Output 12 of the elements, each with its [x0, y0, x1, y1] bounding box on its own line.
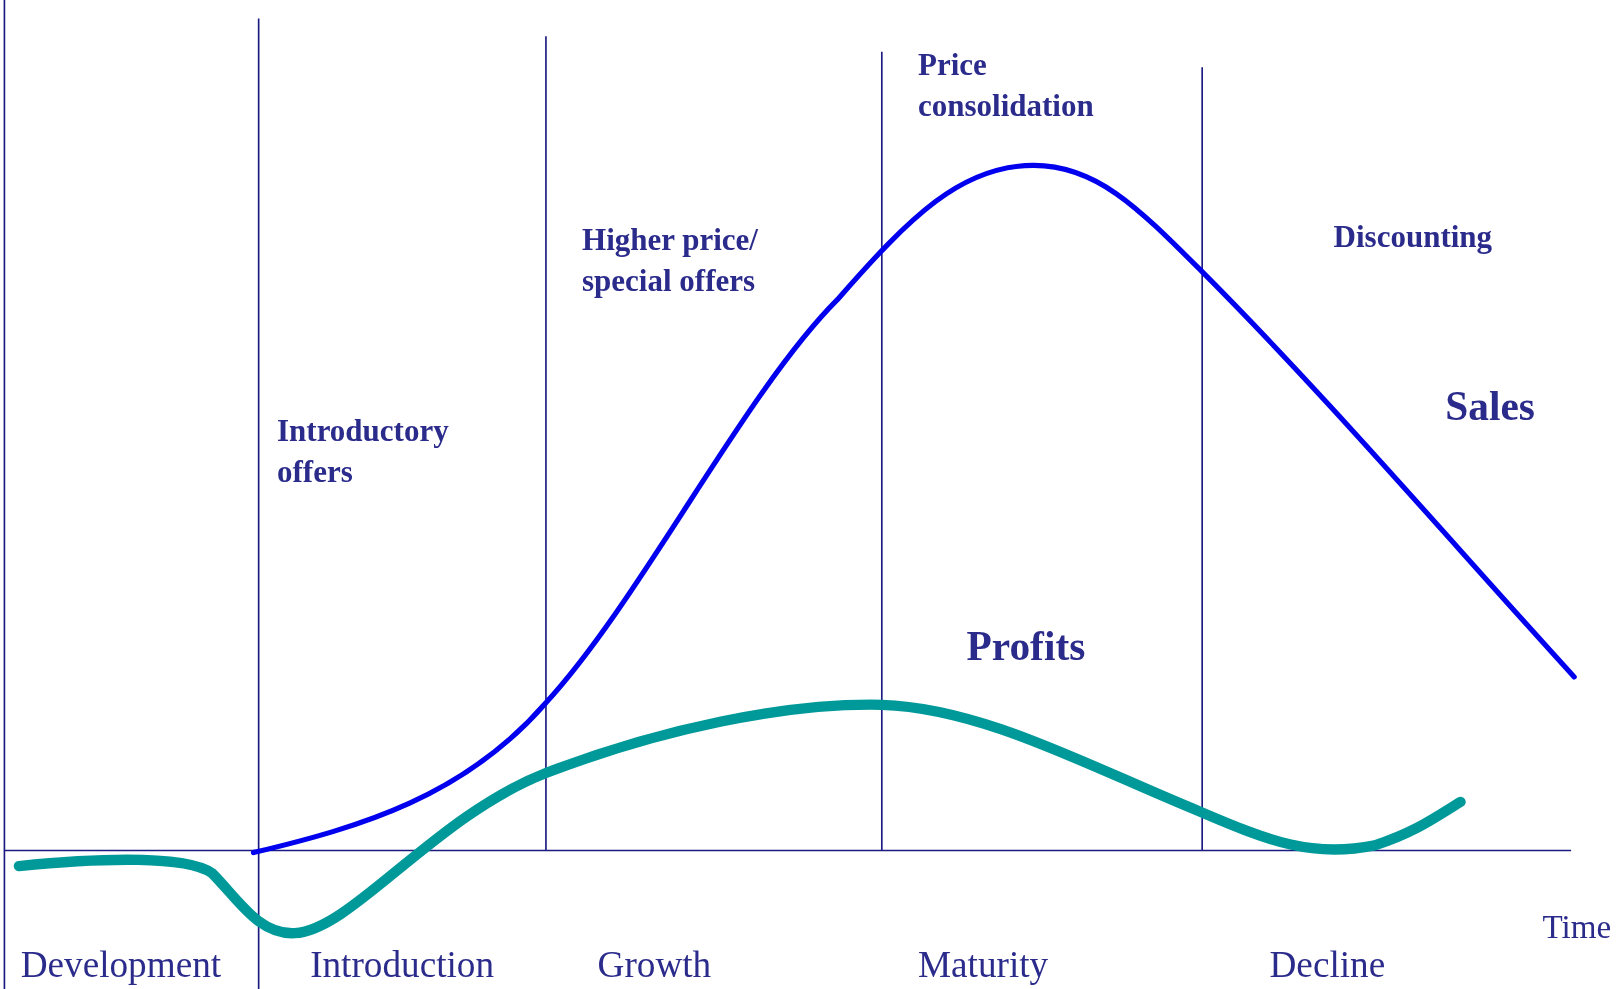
- stage-label: Introduction: [310, 942, 496, 987]
- stage-label: Decline: [1269, 942, 1387, 987]
- curve-label: Profits: [966, 622, 1087, 672]
- stage-label: Development: [20, 942, 223, 987]
- stage-label: Maturity: [918, 942, 1050, 987]
- pricing-note: Discounting: [1333, 218, 1494, 257]
- pricing-note: Higher price/ special offers: [582, 221, 759, 300]
- axis-label: Time: [1542, 907, 1613, 947]
- pricing-note: Price consolidation: [918, 46, 1095, 125]
- pricing-note: Introductory offers: [277, 412, 450, 491]
- stage-label: Growth: [597, 942, 713, 987]
- curve-label: Sales: [1445, 382, 1536, 432]
